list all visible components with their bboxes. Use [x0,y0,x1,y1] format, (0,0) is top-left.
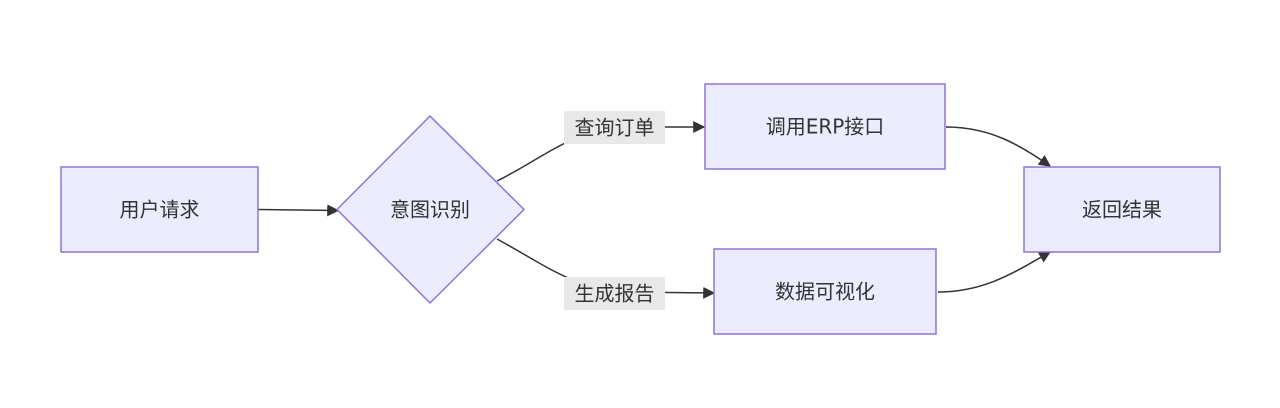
edge-label-generate-report: 生成报告 [564,277,665,310]
edge-erp-to-result [945,126,1051,167]
node-call-erp: 调用ERP接口 [704,83,946,170]
edge-label-generate-report-text: 生成报告 [575,282,655,306]
edge-request-to-intent [257,204,340,217]
node-data-visualization-label: 数据可视化 [775,280,875,304]
node-data-visualization: 数据可视化 [713,248,937,335]
edge-label-query-order-text: 查询订单 [575,116,655,140]
node-user-request-label: 用户请求 [120,198,200,222]
node-return-result-label: 返回结果 [1082,198,1162,222]
node-intent-recognition: 意图识别 [335,114,526,305]
node-call-erp-label: 调用ERP接口 [766,115,885,139]
node-intent-recognition-label: 意图识别 [390,198,470,222]
node-return-result: 返回结果 [1023,166,1221,253]
edge-label-query-order: 查询订单 [564,111,665,144]
node-user-request: 用户请求 [60,166,259,253]
edge-viz-to-result [937,251,1052,293]
